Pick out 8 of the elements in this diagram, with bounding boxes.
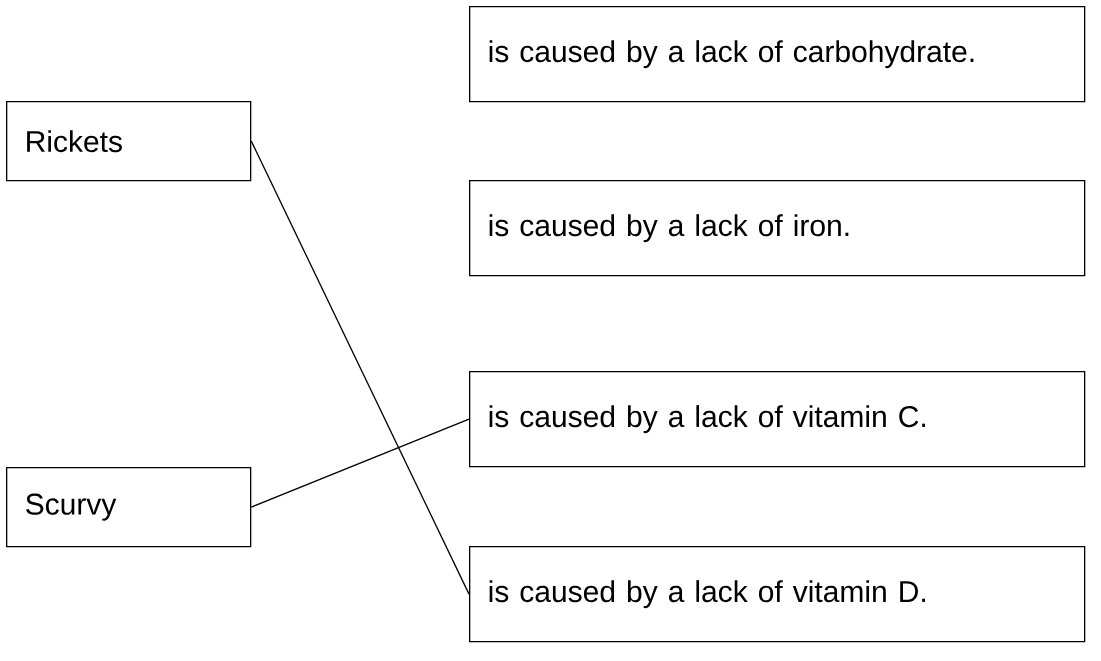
- text-box: Scurvy: [6, 467, 252, 548]
- text-box: is caused by a lack of carbohydrate.: [469, 6, 1086, 103]
- text-box: Rickets: [6, 101, 252, 182]
- text-box: is caused by a lack of vitamin C.: [469, 371, 1086, 468]
- text-box: is caused by a lack of iron.: [469, 180, 1086, 277]
- connector-line: [250, 140, 470, 595]
- text-box: is caused by a lack of vitamin D.: [469, 546, 1086, 643]
- connector-line: [250, 418, 470, 508]
